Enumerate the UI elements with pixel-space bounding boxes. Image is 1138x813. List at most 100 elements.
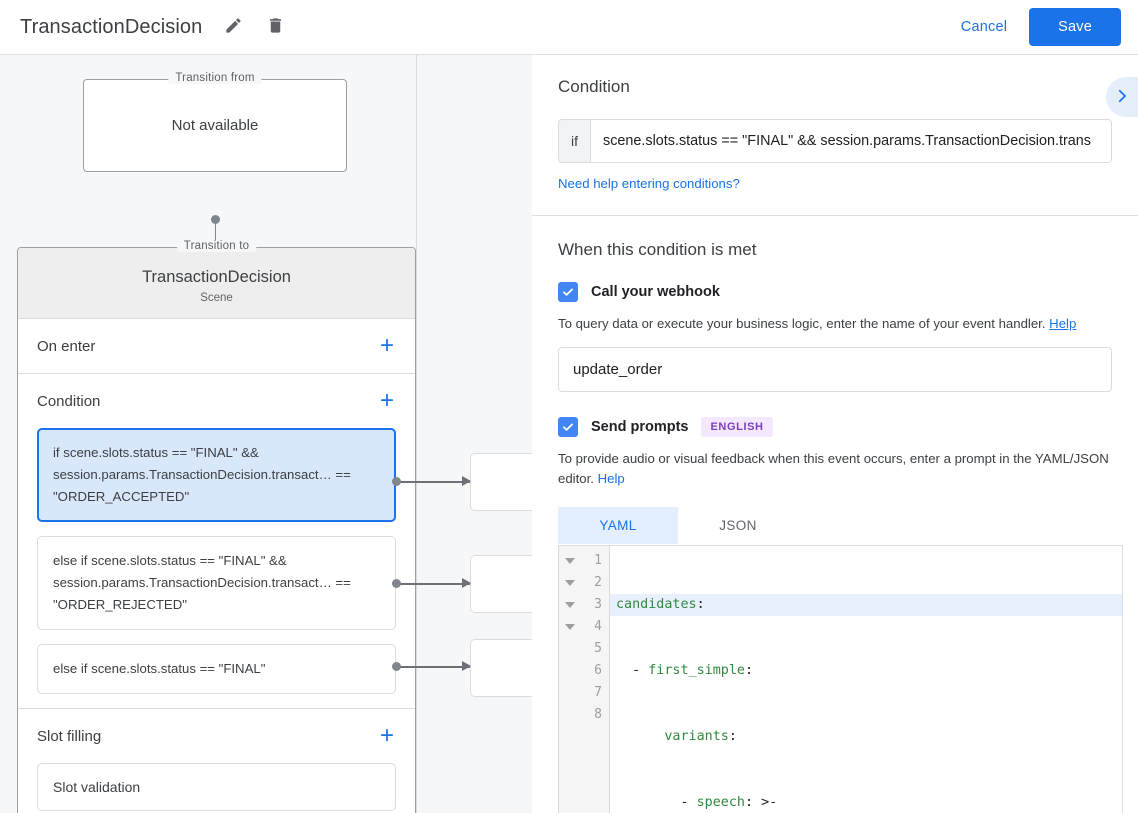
expand-panel-button[interactable] bbox=[1106, 77, 1138, 117]
section-title-condition: Condition bbox=[37, 392, 101, 410]
gutter-line: 6 bbox=[559, 660, 609, 682]
chevron-right-icon bbox=[1113, 87, 1131, 108]
yaml-punct: : >- bbox=[745, 795, 778, 810]
scene-type: Scene bbox=[200, 292, 233, 304]
prompts-description: To provide audio or visual feedback when… bbox=[558, 449, 1112, 489]
code-line: candidates: bbox=[610, 594, 1122, 616]
code-line: - speech: >- bbox=[616, 795, 778, 810]
fold-triangle-icon[interactable] bbox=[565, 558, 575, 564]
line-number: 8 bbox=[594, 707, 602, 722]
yaml-key: first_simple bbox=[648, 663, 745, 678]
code-line: - first_simple: bbox=[616, 663, 754, 678]
pencil-icon bbox=[224, 16, 243, 38]
connector-arrow-icon bbox=[462, 578, 471, 588]
yaml-key: variants bbox=[664, 729, 729, 744]
webhook-checkbox[interactable] bbox=[558, 282, 578, 302]
section-on-enter: On enter + bbox=[18, 319, 415, 374]
connector-dot bbox=[392, 579, 401, 588]
gutter-line: 8 bbox=[559, 704, 609, 726]
scene-header[interactable]: TransactionDecision Scene bbox=[18, 248, 415, 319]
line-number: 4 bbox=[594, 619, 602, 634]
add-on-enter-button[interactable]: + bbox=[379, 332, 394, 359]
webhook-handler-input[interactable] bbox=[558, 347, 1112, 392]
prompts-description-text: To provide audio or visual feedback when… bbox=[558, 451, 1109, 486]
transition-from-legend: Transition from bbox=[168, 72, 262, 84]
save-button[interactable]: Save bbox=[1029, 8, 1121, 46]
condition-field-row: if bbox=[558, 119, 1112, 163]
fold-triangle-icon[interactable] bbox=[565, 580, 575, 586]
line-number: 7 bbox=[594, 685, 602, 700]
section-title-on-enter: On enter bbox=[37, 337, 96, 355]
target-node-ghost[interactable] bbox=[470, 555, 532, 613]
section-condition: Condition + if scene.slots.status == "FI… bbox=[18, 374, 415, 709]
panel-condition-section: Condition if Need help entering conditio… bbox=[532, 55, 1138, 216]
webhook-help-link[interactable]: Help bbox=[1049, 316, 1077, 331]
transition-from-value: Not available bbox=[171, 117, 259, 134]
delete-button[interactable] bbox=[258, 10, 292, 44]
edit-name-button[interactable] bbox=[216, 10, 250, 44]
gutter-line: 4 bbox=[559, 616, 609, 638]
add-condition-button[interactable]: + bbox=[379, 387, 394, 414]
canvas-divider bbox=[416, 55, 417, 813]
page-title: TransactionDecision bbox=[20, 15, 203, 38]
condition-chip[interactable]: else if scene.slots.status == "FINAL" &&… bbox=[37, 536, 396, 630]
yaml-key: speech bbox=[696, 795, 745, 810]
yaml-editor[interactable]: 1 2 3 4 5 6 7 8 candidates: - first_simp… bbox=[558, 545, 1123, 813]
condition-chip[interactable]: else if scene.slots.status == "FINAL" bbox=[37, 644, 396, 694]
gutter-line: 3 bbox=[559, 594, 609, 616]
target-node-ghost[interactable] bbox=[470, 453, 532, 511]
check-icon bbox=[563, 288, 573, 296]
connector-line bbox=[400, 583, 470, 585]
yaml-key: candidates bbox=[616, 597, 697, 612]
prompts-checkbox[interactable] bbox=[558, 417, 578, 437]
editor-gutter: 1 2 3 4 5 6 7 8 bbox=[559, 546, 610, 813]
section-header: On enter + bbox=[37, 319, 396, 373]
transition-to-legend: Transition to bbox=[176, 240, 257, 252]
scene-name: TransactionDecision bbox=[142, 268, 291, 286]
transition-from-node[interactable]: Transition from Not available bbox=[83, 72, 347, 172]
connector-arrow-icon bbox=[462, 661, 471, 671]
condition-input[interactable] bbox=[591, 120, 1111, 162]
check-icon bbox=[563, 423, 573, 431]
prompts-label: Send prompts bbox=[591, 419, 689, 435]
when-met-heading: When this condition is met bbox=[558, 240, 757, 259]
gutter-line: 5 bbox=[559, 638, 609, 660]
connector-arrow-icon bbox=[462, 476, 471, 486]
trash-icon bbox=[266, 16, 285, 38]
tab-yaml[interactable]: YAML bbox=[558, 507, 678, 544]
scene-graph-canvas[interactable]: Transition from Not available Transition… bbox=[0, 55, 532, 813]
section-header: Condition + bbox=[37, 374, 396, 428]
webhook-label: Call your webhook bbox=[591, 284, 720, 300]
connector-line bbox=[400, 666, 470, 668]
webhook-toggle-row: Call your webhook bbox=[558, 282, 1112, 302]
slot-validation-chip[interactable]: Slot validation bbox=[37, 763, 396, 811]
yaml-punct: : bbox=[728, 729, 737, 744]
panel-condition-heading: Condition bbox=[558, 77, 630, 96]
line-number: 1 bbox=[594, 553, 602, 568]
tab-json[interactable]: JSON bbox=[678, 507, 798, 544]
language-badge: ENGLISH bbox=[701, 417, 773, 437]
section-header: Slot filling + bbox=[37, 709, 396, 763]
section-slot-filling: Slot filling + Slot validation bbox=[18, 709, 415, 811]
gutter-line: 2 bbox=[559, 572, 609, 594]
prompts-help-link[interactable]: Help bbox=[597, 471, 625, 486]
gutter-line: 1 bbox=[559, 550, 609, 572]
condition-chip-selected[interactable]: if scene.slots.status == "FINAL" && sess… bbox=[37, 428, 396, 522]
panel-when-met-section: When this condition is met Call your web… bbox=[532, 216, 1138, 544]
section-title-slot-filling: Slot filling bbox=[37, 727, 102, 745]
fold-triangle-icon[interactable] bbox=[565, 624, 575, 630]
target-node-ghost[interactable] bbox=[470, 639, 532, 697]
line-number: 3 bbox=[594, 597, 602, 612]
connector-dot bbox=[211, 215, 220, 224]
fold-triangle-icon[interactable] bbox=[565, 602, 575, 608]
condition-help-link[interactable]: Need help entering conditions? bbox=[558, 176, 740, 191]
connector-line bbox=[400, 481, 470, 483]
editor-format-tabs: YAML JSON bbox=[558, 507, 1112, 544]
top-bar: TransactionDecision Cancel Save bbox=[0, 0, 1138, 55]
editor-code-area[interactable]: candidates: - first_simple: variants: - … bbox=[610, 546, 1122, 813]
top-bar-actions: Cancel Save bbox=[949, 8, 1138, 46]
cancel-button[interactable]: Cancel bbox=[949, 10, 1019, 44]
connector-dot bbox=[392, 477, 401, 486]
add-slot-filling-button[interactable]: + bbox=[379, 722, 394, 749]
